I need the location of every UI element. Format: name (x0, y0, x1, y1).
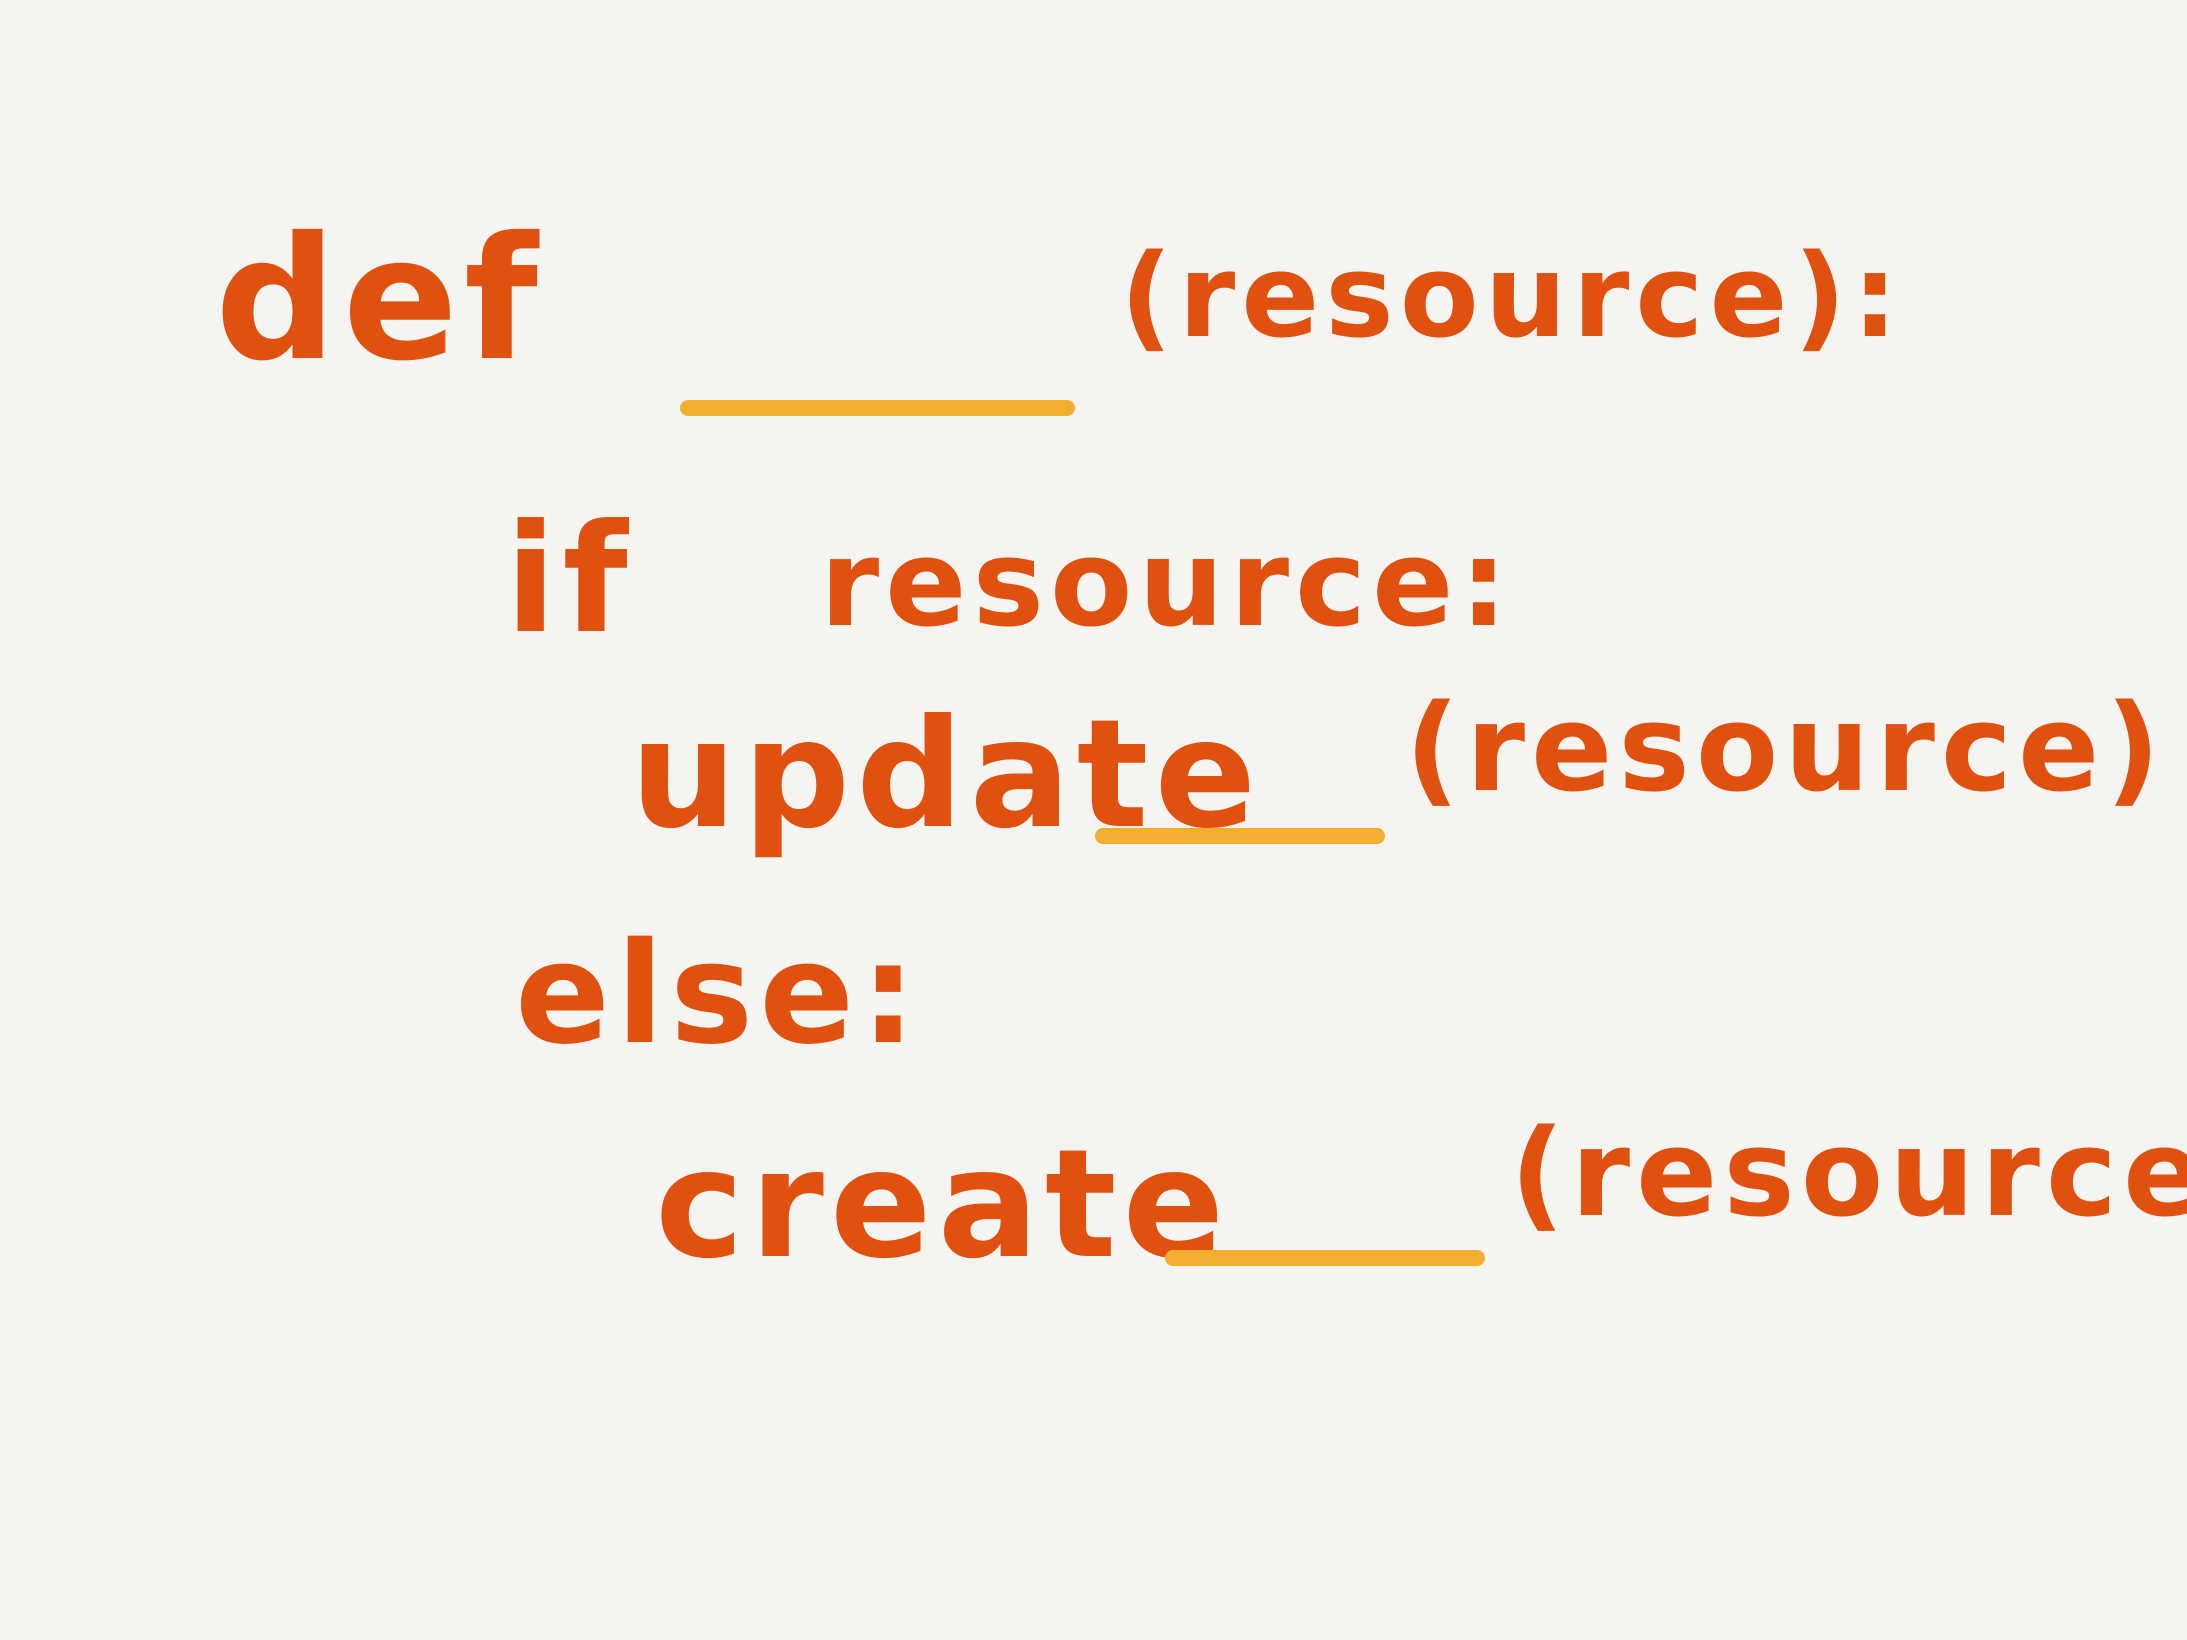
def-parameters: (resource): (1120, 230, 1905, 364)
update-call: update (630, 688, 1263, 862)
else-keyword: else: (515, 913, 923, 1076)
if-keyword: if (505, 493, 634, 667)
if-condition: resource: (820, 515, 1514, 654)
update-arguments: (resource) (1405, 680, 2167, 819)
def-keyword: def (215, 201, 544, 399)
create-arguments: (resource) (1510, 1105, 2187, 1244)
create-suffix-blank (1165, 1250, 1485, 1266)
function-name-blank (680, 400, 1075, 416)
create-call: create (655, 1118, 1231, 1292)
update-suffix-blank (1095, 828, 1385, 844)
